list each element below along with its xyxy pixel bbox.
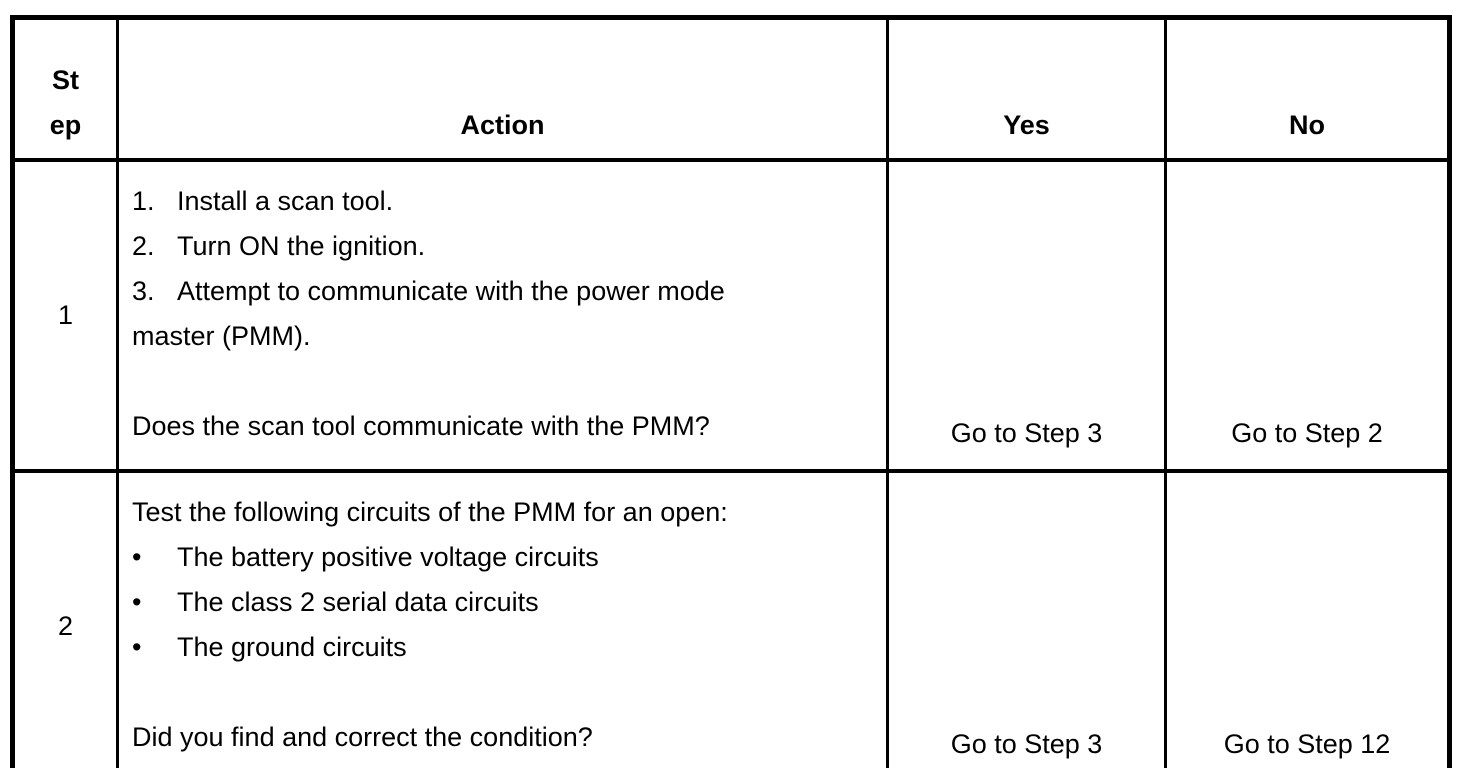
action-item-text: The battery positive voltage circuits [177,541,599,572]
table-row-step-1: 1 1. Install a scan tool. 2. Turn ON the i… [11,157,1451,473]
table-body: 1 1. Install a scan tool. 2. Turn ON the i… [11,157,1451,768]
table-row-step-2: 2 Test the following circuits of the PMM… [11,468,1451,768]
header-row: St ep Action Yes No [11,15,1451,162]
bullet-marker: • [132,631,142,662]
yes-result-cell: Go to Step 3 [886,468,1167,768]
action-item-text: The class 2 serial data circuits [177,586,539,617]
column-header-action: Action [116,15,889,162]
step-header-line2: ep [49,109,82,140]
action-numbered-item: 1. Install a scan tool. [132,179,874,224]
action-item-wrap-line: master (PMM). [132,320,311,351]
no-result-cell: Go to Step 2 [1164,157,1451,473]
diagnostic-steps-table: St ep Action Yes No 1 1. Install a scan t… [10,15,1452,768]
action-item-text: Turn ON the ignition. [177,230,426,261]
action-cell: 1. Install a scan tool. 2. Turn ON the ign… [116,157,889,473]
action-bullet-item: • The ground circuits [132,625,874,670]
action-question: Does the scan tool communicate with the … [132,410,710,441]
action-question: Did you find and correct the condition? [132,721,593,752]
step-number-cell: 2 [11,468,119,768]
no-result-cell: Go to Step 12 [1164,468,1451,768]
action-item-text: The ground circuits [177,631,407,662]
action-numbered-item: 3. Attempt to communicate with the power … [132,269,874,314]
action-bullet-item: • The class 2 serial data circuits [132,580,874,625]
action-item-text: Install a scan tool. [177,185,394,216]
bullet-marker: • [132,586,142,617]
yes-result-cell: Go to Step 3 [886,157,1167,473]
action-bullet-item: • The battery positive voltage circuits [132,535,874,580]
table-header: St ep Action Yes No [11,15,1451,162]
action-item-text: Attempt to communicate with the power mo… [177,275,725,306]
column-header-no: No [1164,15,1451,162]
bullet-marker: • [132,541,142,572]
column-header-step: St ep [11,15,119,162]
list-number-marker: 3. [132,275,155,306]
step-number-cell: 1 [11,157,119,473]
action-numbered-item: 2. Turn ON the ignition. [132,224,874,269]
list-number-marker: 2. [132,230,155,261]
step-header-line1: St [52,64,79,95]
action-intro-text: Test the following circuits of the PMM f… [132,496,728,527]
column-header-yes: Yes [886,15,1167,162]
list-number-marker: 1. [132,185,155,216]
action-cell: Test the following circuits of the PMM f… [116,468,889,768]
